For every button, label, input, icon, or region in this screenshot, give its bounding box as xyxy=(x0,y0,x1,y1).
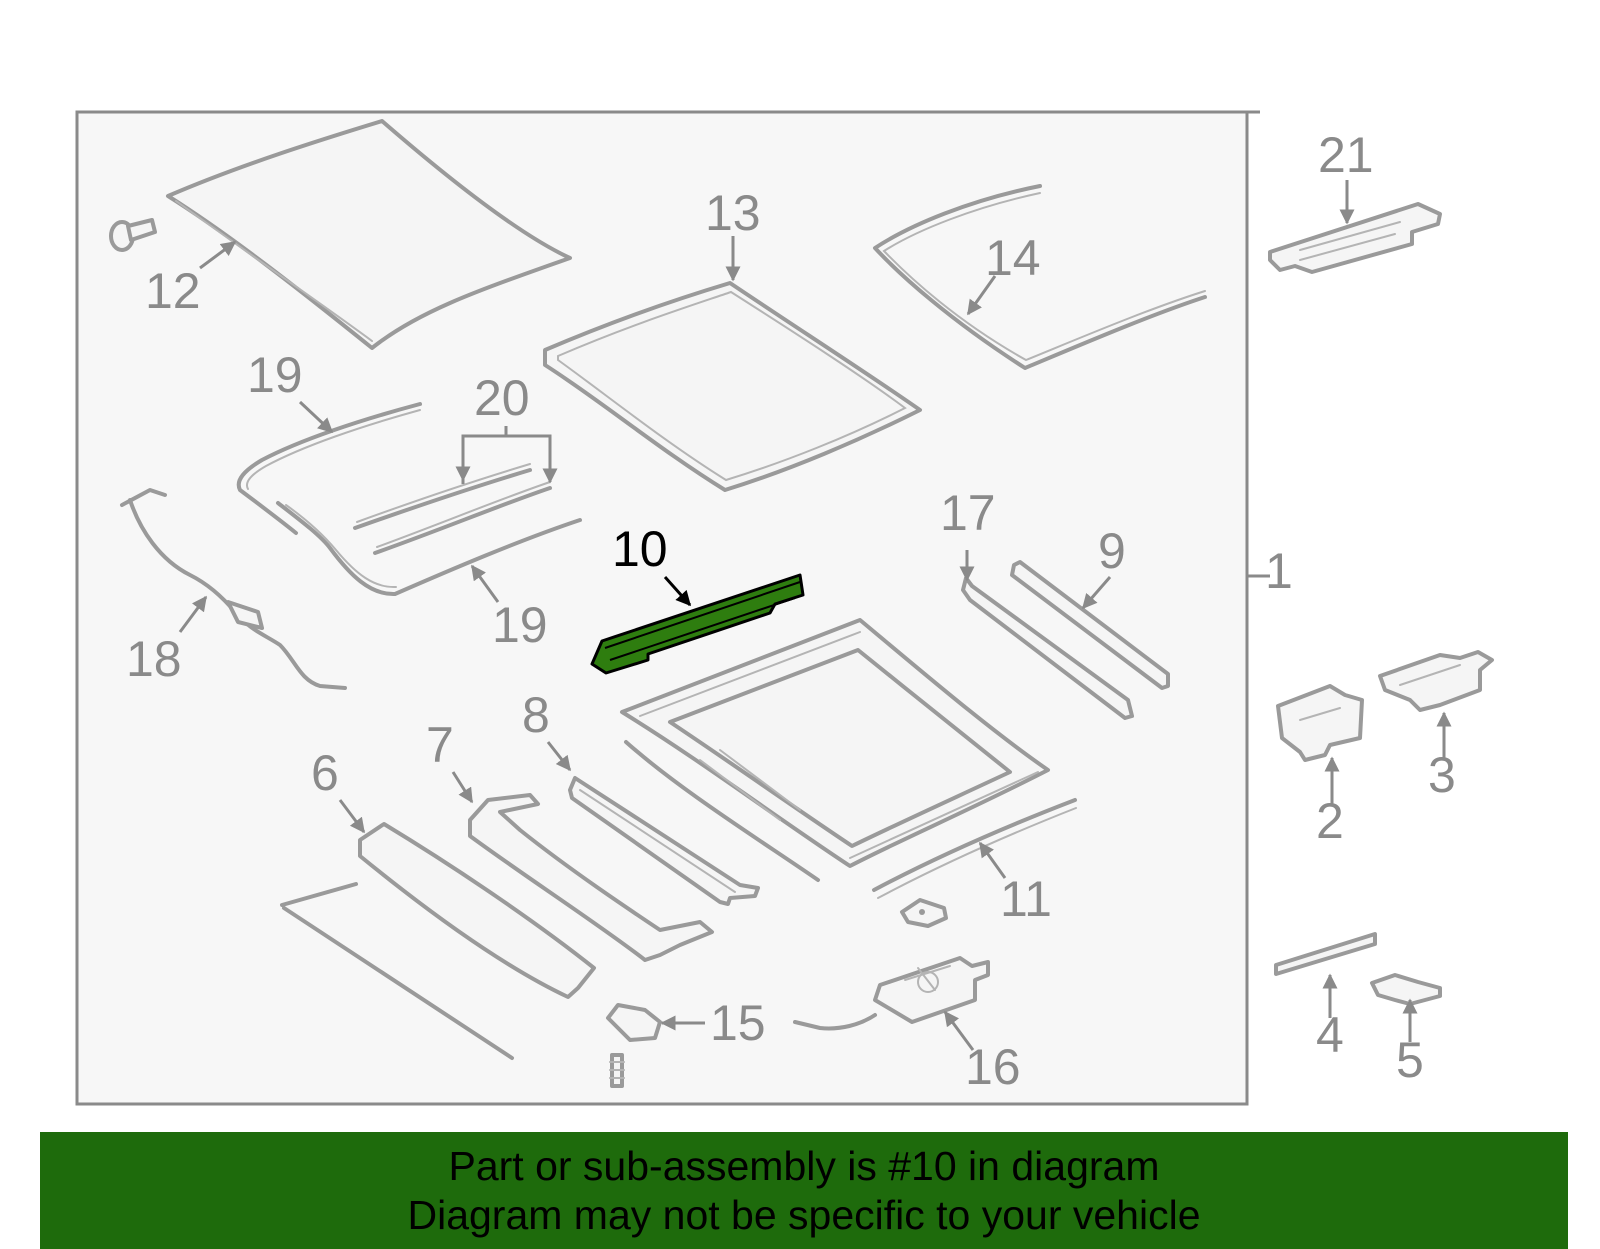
part-8-guide[interactable] xyxy=(568,776,760,906)
banner-line-disclaimer: Diagram may not be specific to your vehi… xyxy=(407,1192,1201,1238)
callout-19-upper: 19 xyxy=(247,347,303,403)
info-banner: Part or sub-assembly is #10 in diagram D… xyxy=(40,1132,1568,1249)
callout-5: 5 xyxy=(1396,1032,1424,1088)
callout-19-lower: 19 xyxy=(492,597,548,653)
callout-15: 15 xyxy=(710,995,766,1051)
callout-11: 11 xyxy=(1000,871,1052,927)
part-10-wind-deflector[interactable] xyxy=(590,573,805,675)
callout-9: 9 xyxy=(1098,523,1126,579)
part-17-rail[interactable] xyxy=(961,576,1134,720)
callout-2: 2 xyxy=(1316,793,1344,849)
callout-18: 18 xyxy=(126,631,182,687)
part-9-rail[interactable] xyxy=(1010,560,1170,690)
sunroof-frame[interactable] xyxy=(620,618,1050,882)
part-21-bracket[interactable] xyxy=(1268,202,1442,274)
part-5-clip[interactable] xyxy=(1370,973,1442,1006)
part-3-bracket[interactable] xyxy=(1378,650,1494,712)
callout-21: 21 xyxy=(1318,127,1374,183)
part-6-strip[interactable] xyxy=(280,882,514,1060)
part-11-seal[interactable] xyxy=(872,798,1077,899)
banner-line-part-number: Part or sub-assembly is #10 in diagram xyxy=(448,1143,1160,1189)
part-2-bracket[interactable] xyxy=(1276,684,1364,762)
screw-icon xyxy=(609,1053,625,1088)
leader-lines xyxy=(178,110,1452,1051)
callout-17: 17 xyxy=(940,485,996,541)
callout-13: 13 xyxy=(705,185,761,241)
part-15-clip[interactable] xyxy=(606,1003,662,1042)
part-19-seal-upper[interactable] xyxy=(236,402,422,535)
callout-3: 3 xyxy=(1428,747,1456,803)
bolt-icon xyxy=(109,218,157,252)
callout-8: 8 xyxy=(522,687,550,743)
callout-14: 14 xyxy=(985,230,1041,286)
callout-20: 20 xyxy=(474,370,530,426)
callout-16: 16 xyxy=(965,1039,1021,1095)
part-7-trim[interactable] xyxy=(468,793,714,962)
part-20-strip-lower[interactable] xyxy=(373,481,552,555)
part-4-strip[interactable] xyxy=(1274,932,1377,976)
callout-1: 1 xyxy=(1265,543,1293,599)
part-12-roof-panel[interactable] xyxy=(166,119,572,350)
callout-labels: 12 13 14 21 19 20 19 18 10 17 9 1 11 8 7… xyxy=(126,127,1456,1095)
part-19-seal-lower[interactable] xyxy=(276,501,582,597)
clip-icon xyxy=(900,898,948,928)
callout-7: 7 xyxy=(426,717,454,773)
callout-6: 6 xyxy=(311,745,339,801)
part-14-weatherstrip[interactable] xyxy=(873,184,1207,370)
callout-12: 12 xyxy=(145,263,201,319)
part-13-glass-panel[interactable] xyxy=(543,281,922,492)
part-6-shade[interactable] xyxy=(358,822,596,999)
part-20-strip-upper[interactable] xyxy=(353,463,532,530)
callout-4: 4 xyxy=(1316,1007,1344,1063)
callout-10-highlighted[interactable]: 10 xyxy=(612,521,668,577)
part-16-motor[interactable] xyxy=(793,956,990,1031)
part-18-cable[interactable] xyxy=(120,488,347,690)
